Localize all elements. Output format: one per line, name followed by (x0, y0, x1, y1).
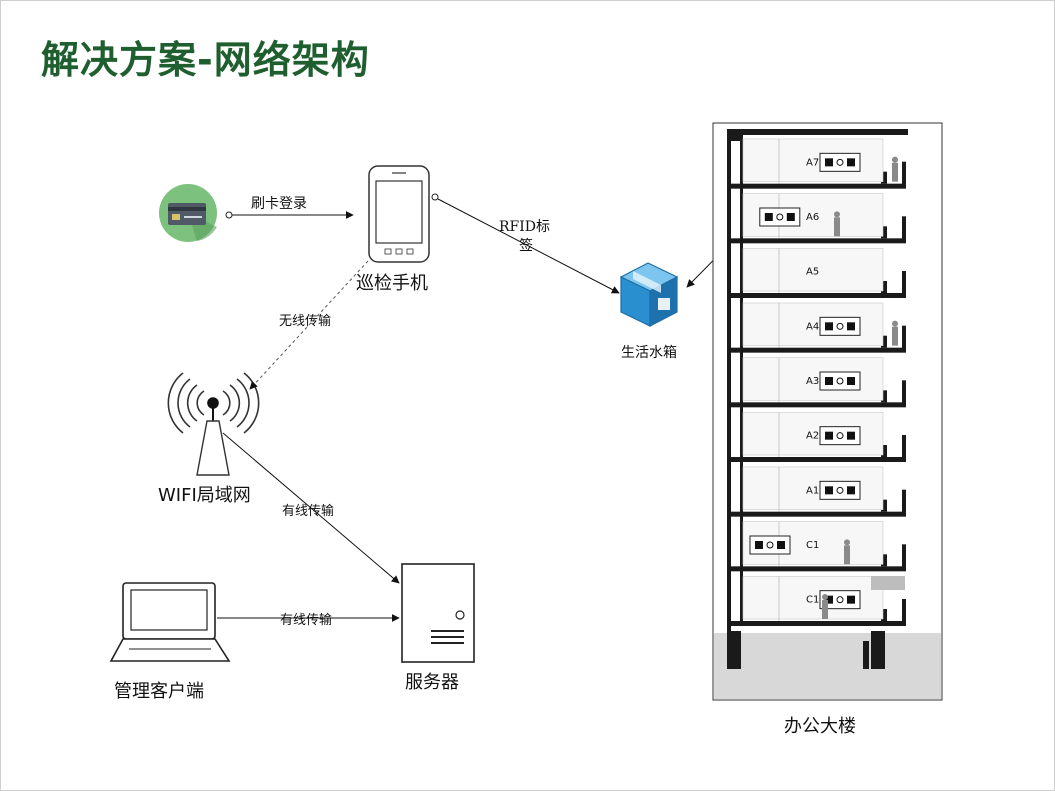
server-icon (401, 563, 475, 663)
person-icon (844, 539, 850, 546)
connector-phone-wifi (249, 260, 369, 390)
connector-wifi-server (222, 432, 400, 584)
floor-label: A6 (806, 212, 819, 223)
connector-phone-watertank (431, 193, 620, 294)
node-label-building: 办公大楼 (784, 716, 856, 737)
person-icon (892, 156, 898, 163)
edge-label-wired-wifi-server: 有线传输 (282, 504, 335, 519)
edge-label-rfid-1: RFID标 (499, 219, 551, 235)
connector-card-phone (225, 211, 354, 219)
edge-label-wired-client-server: 有线传输 (280, 613, 333, 628)
person-icon (892, 320, 898, 327)
person-icon (834, 211, 840, 218)
card-icon (159, 184, 217, 242)
node-label-phone: 巡检手机 (356, 273, 428, 294)
laptop-icon (109, 582, 231, 662)
node-label-wifi: WIFI局域网 (158, 485, 251, 506)
edge-label-card-login: 刷卡登录 (251, 196, 307, 212)
floor-label: A2 (806, 431, 819, 442)
floor-label: A5 (806, 267, 819, 278)
person-icon (822, 594, 828, 600)
edge-label-rfid-2: 签 (519, 238, 533, 254)
floor-label: A1 (806, 485, 819, 496)
floor-label: C1 (806, 595, 819, 606)
phone-icon (368, 165, 430, 263)
floor-label: A7 (806, 157, 819, 168)
node-label-watertank: 生活水箱 (621, 345, 677, 361)
node-label-client: 管理客户端 (114, 681, 204, 702)
floor-label: A4 (806, 321, 819, 332)
slide-title: 解决方案-网络架构 (41, 38, 370, 82)
node-label-server: 服务器 (405, 672, 459, 693)
floor-label: A3 (806, 376, 819, 387)
floor-label: C1 (806, 540, 819, 551)
edge-label-wireless: 无线传输 (279, 314, 332, 329)
wifi-tower-icon (167, 372, 260, 476)
water-tank-icon (619, 262, 679, 327)
